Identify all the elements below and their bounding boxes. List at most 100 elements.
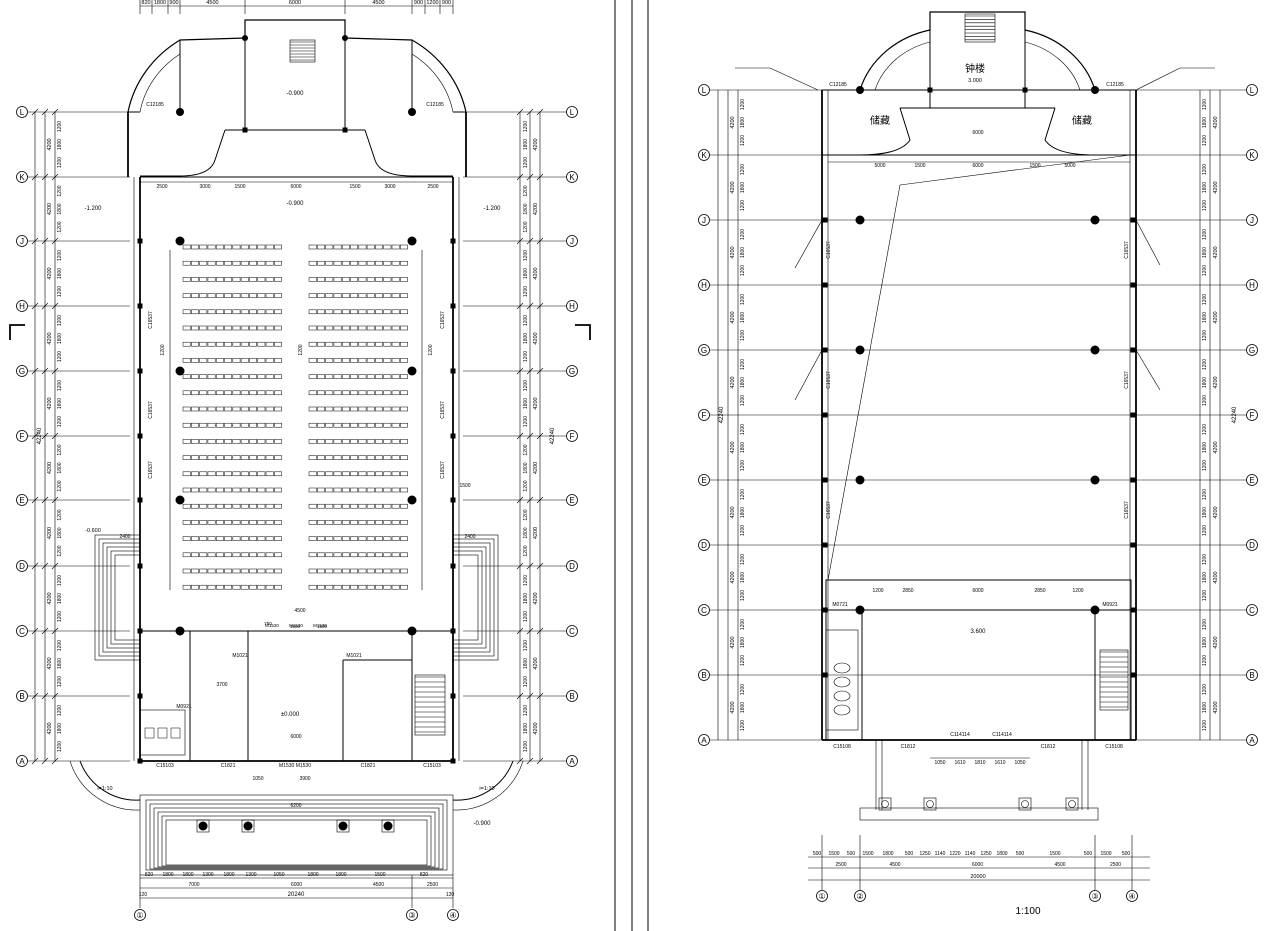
pew-right (317, 260, 325, 266)
dim-text: 1800 (57, 398, 63, 409)
dim-text: 6000 (972, 130, 983, 136)
pew-right (391, 520, 400, 525)
dim-tick (41, 692, 49, 700)
dim-text: 1200 (1202, 684, 1208, 695)
pew-right (325, 406, 334, 412)
porch-step (149, 803, 444, 870)
dim-text: 1500 (1029, 163, 1040, 169)
dim-text: 4200 (533, 527, 539, 539)
bottom-dim-1: 1220 (949, 851, 960, 857)
pew-left (265, 358, 274, 363)
porch-column (198, 821, 208, 831)
apse-wall (127, 19, 467, 113)
dim-text: 4200 (1213, 246, 1219, 258)
dim-text: 1200 (523, 676, 529, 687)
pew-right (308, 325, 317, 331)
top-dim-text: 900 (442, 0, 451, 6)
column (855, 345, 865, 355)
pew-left (249, 422, 257, 428)
dim-tick (41, 108, 49, 116)
pew-left (207, 390, 216, 396)
top-dim-text: 4500 (372, 0, 384, 6)
grid-left-G-label: G (19, 367, 25, 376)
dim-text: 1800 (523, 658, 529, 669)
pew-right (308, 455, 317, 460)
grid-left-E-circle (16, 494, 28, 506)
pew-right (308, 568, 317, 574)
pew-left (265, 260, 274, 266)
dim-tick (51, 692, 59, 700)
pew-right (366, 244, 375, 250)
pew-right (341, 341, 350, 347)
grid-right-E-label: E (1249, 476, 1254, 485)
pew-left (240, 325, 249, 331)
pew-right (358, 455, 367, 460)
column (1091, 606, 1099, 614)
grid-left-A-label: A (701, 736, 707, 745)
dim-text: 1200 (523, 705, 529, 716)
grid-left-A-circle (16, 755, 28, 767)
pew-right (333, 390, 342, 396)
pew-left (274, 293, 282, 298)
dim-text: 4200 (730, 506, 736, 518)
pew-right (391, 439, 400, 444)
pew-right (358, 536, 367, 541)
pew-left (215, 244, 224, 250)
bottom-dim-1: 1140 (935, 851, 946, 857)
dim-tick (536, 432, 544, 440)
pew-right (317, 293, 325, 298)
dim-text: 4200 (730, 246, 736, 258)
pew-left (249, 260, 257, 266)
win-label: C1812 (901, 744, 916, 750)
pew-right (350, 455, 359, 460)
pew-right (317, 406, 325, 412)
dim-text: 1800 (740, 182, 746, 193)
pew-left (199, 536, 208, 541)
dim-text: 1200 (740, 265, 746, 276)
wall-col (1130, 217, 1136, 223)
pew-left (265, 325, 274, 331)
pew-right (375, 309, 383, 315)
grid-left-J-circle (698, 214, 710, 226)
lower-dim: 1810 (974, 760, 985, 766)
pew-right (341, 520, 350, 525)
pew-right (383, 358, 392, 363)
dim-text: 4200 (1213, 181, 1219, 193)
pew-right (400, 455, 408, 460)
pew-left (265, 503, 274, 509)
pew-right (366, 503, 375, 509)
pew-left (182, 503, 191, 509)
pew-left (249, 487, 257, 493)
dim-text: 1500 (349, 184, 360, 190)
pew-right (391, 455, 400, 460)
pew-left (182, 455, 191, 460)
dim-text: 4200 (533, 332, 539, 344)
dim-text: 1200 (740, 590, 746, 601)
pew-right (308, 552, 317, 558)
dim-text: 1800 (523, 203, 529, 214)
pew-left (224, 568, 233, 574)
pew-left (232, 374, 241, 379)
pew-left (249, 552, 257, 558)
win-side: C16537 (826, 371, 832, 389)
overall-length: 42240 (719, 406, 725, 423)
wall-col (822, 477, 828, 483)
dim-text: 4500 (294, 608, 305, 614)
pew-right (341, 439, 350, 444)
door-label: M0921 (176, 704, 192, 710)
dim-tick (526, 237, 534, 245)
dim-tick (516, 562, 524, 570)
dim-tick (516, 627, 524, 635)
dim-text: 1200 (740, 359, 746, 370)
dim-text: 1200 (872, 588, 883, 594)
pew-left (224, 325, 233, 331)
grid-right-L-label: L (570, 108, 575, 117)
column (855, 215, 865, 225)
column-square (342, 127, 348, 133)
grid-right-A-label: A (569, 757, 575, 766)
pew-right (391, 390, 400, 396)
bottom-dim-1: 1250 (980, 851, 991, 857)
dim-text: 1200 (57, 741, 63, 752)
dim-text: 4200 (730, 636, 736, 648)
porch-column (243, 821, 253, 831)
